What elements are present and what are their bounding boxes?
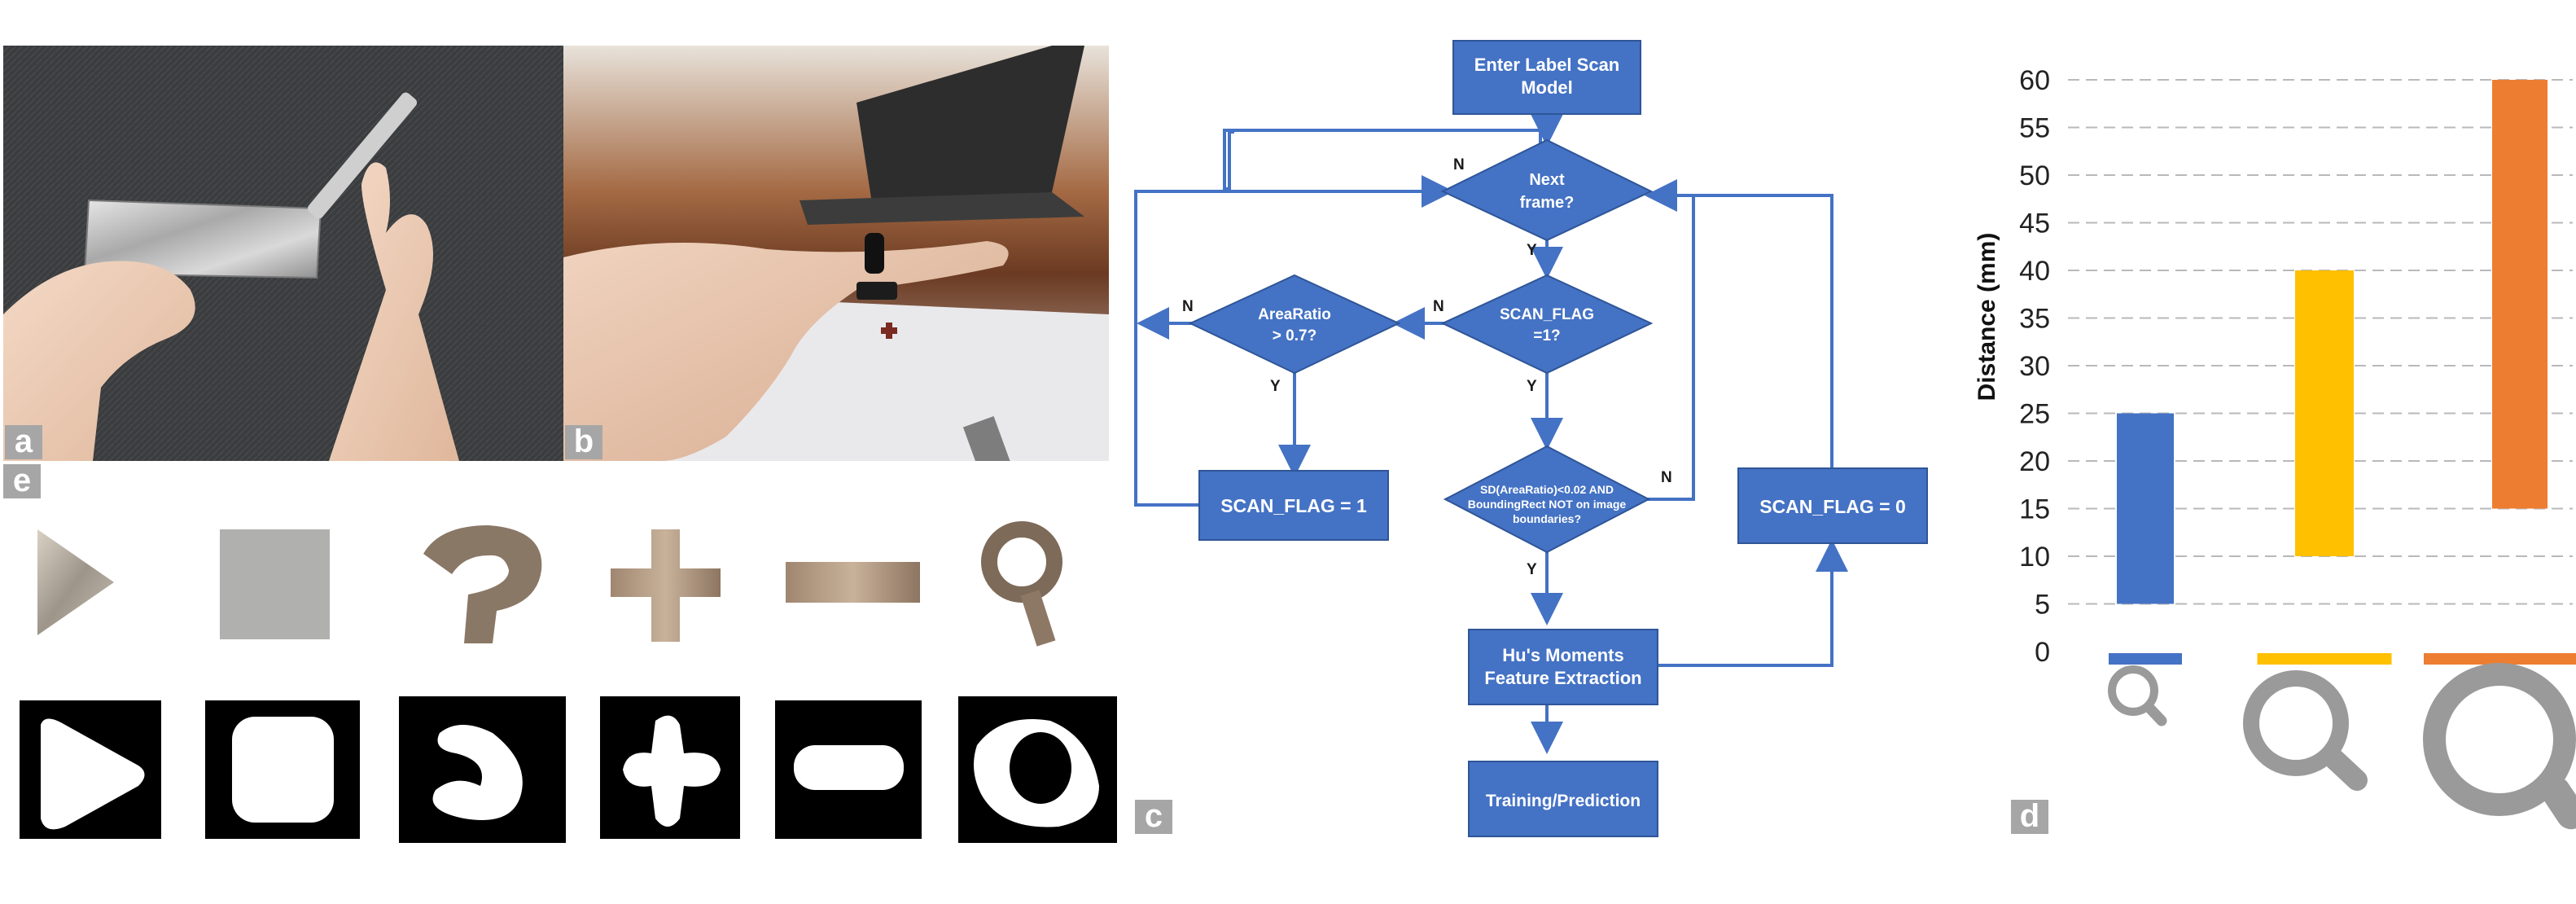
flow-enter-box: Enter Label Scan Model [1452,40,1641,115]
flow-scan-flag-set1-label: SCAN_FLAG = 1 [1220,495,1367,516]
flowchart: Enter Label Scan Model Next frame? SCAN_… [1134,40,1928,837]
y-tick-label: 30 [2019,351,2050,382]
label-y-area-ratio: Y [1270,378,1281,395]
flow-sd-check-diamond: SD(AreaRatio)<0.02 AND BoundingRect NOT … [1443,445,1651,554]
category-base-magnifier-medium [2257,653,2392,665]
flow-next-frame-line2: frame? [1520,194,1575,212]
bar-magnifier-small [2117,413,2174,604]
flow-scan-flag-check-line1: SCAN_FLAG [1500,306,1594,323]
flow-hu-line2: Feature Extraction [1484,668,1641,688]
y-tick-label: 60 [2019,65,2050,96]
flow-next-frame-line1: Next [1529,171,1565,189]
binary-masks-row [20,696,1117,843]
panel-label-d: d [2011,800,2048,834]
y-tick-label: 15 [2019,494,2050,525]
foil-triangle [37,529,114,635]
flow-sd-check-line1: SD(AreaRatio)<0.02 AND [1480,483,1614,496]
label-y-next-frame: Y [1527,242,1537,259]
y-tick-label: 40 [2019,256,2050,287]
foil-plus [611,529,721,642]
flow-enter-line1: Enter Label Scan [1474,55,1620,75]
y-tick-label: 5 [2035,590,2050,621]
category-base-magnifier-small [2109,653,2182,665]
y-tick-label: 10 [2019,542,2050,573]
label-y-scan-flag-check: Y [1527,378,1537,395]
flow-training-label: Training/Prediction [1486,792,1641,810]
flow-area-ratio-line2: > 0.7? [1273,327,1316,344]
flow-scan-flag-check-diamond: SCAN_FLAG =1? [1440,274,1654,375]
y-tick-label: 50 [2019,160,2050,191]
foil-minus [786,562,920,603]
y-tick-label: 20 [2019,446,2050,477]
label-n-area-ratio: N [1182,298,1194,315]
bar-magnifier-large [2492,80,2548,509]
mask-question-mark [399,696,566,843]
flow-scan-flag-set0-box: SCAN_FLAG = 0 [1737,467,1928,544]
photo-b-illustration [563,46,1109,461]
mask-triangle [20,700,161,839]
y-tick-label: 45 [2019,208,2050,239]
label-n-next-frame: N [1453,156,1465,173]
mask-minus [775,700,922,839]
photo-a-hands-cutting: a [3,46,563,461]
flow-sd-check-line2: BoundingRect NOT on image [1468,498,1627,511]
foil-shapes-row [37,521,1062,647]
foil-magnifier [981,521,1062,647]
panel-label-a: a [5,425,42,459]
panel-label-c: c [1135,800,1172,834]
distance-range-chart: Distance (mm) 0 5 10 15 20 25 30 35 40 45 50 55 60 [1974,65,2576,830]
label-y-sd-check: Y [1527,561,1537,578]
y-tick-label: 55 [2019,113,2050,144]
flow-next-frame-diamond: Next frame? [1440,138,1654,242]
flow-scan-flag-set0-label: SCAN_FLAG = 0 [1759,496,1906,517]
flow-scan-flag-set1-box: SCAN_FLAG = 1 [1198,470,1389,541]
category-base-magnifier-large [2424,653,2576,665]
panel-label-b: b [565,425,602,459]
label-n-sd-check: N [1661,469,1672,486]
mask-magnifier [958,696,1117,843]
flow-enter-line2: Model [1521,77,1573,98]
flow-hu-box: Hu's Moments Feature Extraction [1468,629,1658,705]
flow-area-ratio-diamond: AreaRatio > 0.7? [1188,274,1401,375]
foil-question-mark [423,525,542,643]
mask-plus [600,696,740,839]
magnifier-small-icon [2108,665,2167,726]
magnifier-medium-icon [2243,670,2368,791]
y-tick-label: 35 [2019,304,2050,335]
foil-square [220,529,330,639]
label-n-scan-flag-check: N [1433,298,1444,315]
flow-training-box: Training/Prediction [1468,761,1658,837]
magnifier-large-icon [2423,663,2576,830]
photo-a-illustration [3,46,563,461]
panel-label-e: e [3,464,41,498]
flow-sd-check-line3: boundaries? [1513,512,1581,525]
y-tick-label: 0 [2035,637,2050,668]
mask-square [205,700,360,839]
flow-scan-flag-check-line2: =1? [1533,327,1560,344]
bar-magnifier-medium [2295,270,2354,556]
flow-hu-line1: Hu's Moments [1502,645,1623,665]
y-tick-label: 25 [2019,399,2050,430]
y-axis-label: Distance (mm) [1974,233,2000,402]
flow-area-ratio-line1: AreaRatio [1258,306,1331,323]
photo-b-hand-ring-sensor: b [563,46,1109,461]
